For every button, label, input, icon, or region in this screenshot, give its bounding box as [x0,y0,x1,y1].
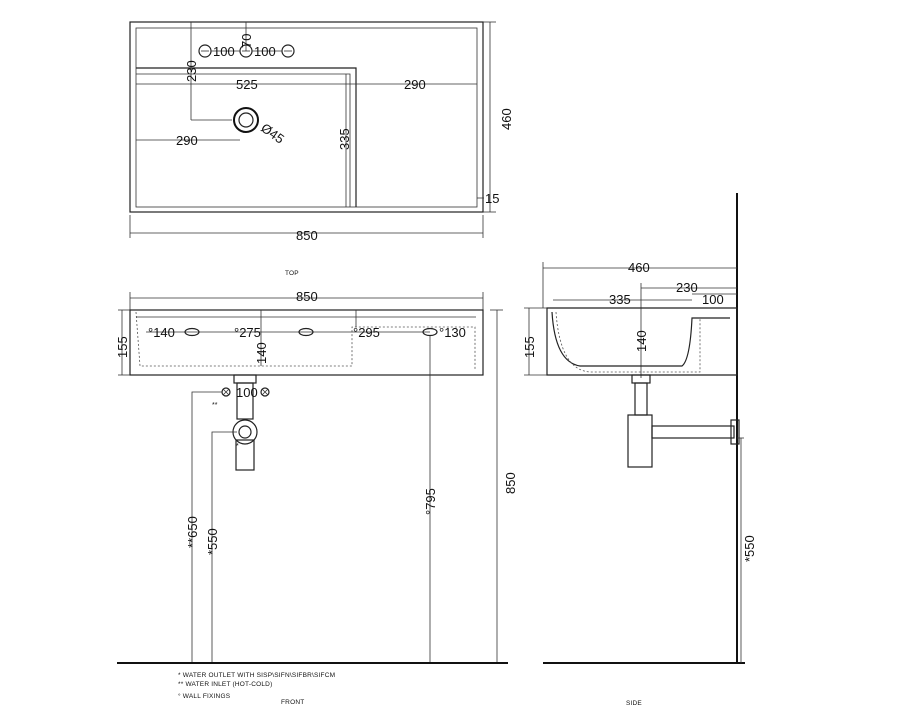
front-view: 850 155 °140 °275 °295 °130 140 100 ** [115,289,518,706]
top-basin-inner [136,73,351,207]
note-water-inlet: ** WATER INLET (HOT-COLD) [178,681,272,688]
front-waste-neck [233,374,257,384]
note-wall-fixings: ° WALL FIXINGS [178,692,231,700]
top-basin-outline [136,67,357,207]
top-outer-outline [129,21,484,213]
side-trap-bottle [627,414,653,468]
front-trap-pipe [236,382,254,420]
front-dim-130: °130 [439,325,466,340]
top-dim-70: 70 [239,34,254,48]
front-view-label: FRONT [281,699,304,706]
front-dim-650: **650 [185,516,200,548]
front-dim-275: °275 [234,325,261,340]
side-basin-bowl [551,311,730,367]
top-dim-460: 460 [499,108,514,130]
side-view: 460 230 335 100 155 140 *550 SIDE [522,193,757,707]
wall-fixing-2 [298,327,314,337]
front-dim-550: *550 [205,528,220,555]
side-dim-155: 155 [522,336,537,358]
top-dim-230: 230 [184,60,199,82]
front-dim-140-a: °140 [148,325,175,340]
top-inner-rim [135,27,478,208]
side-basin-body [546,307,738,376]
front-dim-795: °795 [423,488,438,515]
front-basin-body [129,309,484,376]
top-dim-100-left: 100 [213,44,235,59]
drain-outer [233,107,259,133]
wall-fixing-1 [184,327,200,337]
front-dim-295: °295 [353,325,380,340]
wall-fixing-3 [422,327,438,337]
front-mark-single: * [236,443,239,450]
notes: * WATER OUTLET WITH SISP\SIFN\SIFBR\SIFC… [178,672,335,700]
top-dim-290-left: 290 [176,133,198,148]
front-dim-100: 100 [236,385,258,400]
front-dim-140-b: 140 [254,342,269,364]
top-dim-525: 525 [236,77,258,92]
top-dim-850: 850 [296,228,318,243]
note-water-outlet: * WATER OUTLET WITH SISP\SIFN\SIFBR\SIFC… [178,672,335,679]
top-dim-d45: Ø45 [258,120,287,146]
side-dim-140: 140 [634,330,649,352]
top-dim-100-right: 100 [254,44,276,59]
side-dim-100: 100 [702,292,724,307]
front-mark-double: ** [212,402,218,409]
drain-inner [238,112,254,128]
front-basin-hidden-line [135,311,476,370]
side-trap-outlet-pipe [651,425,735,439]
side-dim-460: 460 [628,260,650,275]
front-dim-850: 850 [296,289,318,304]
top-dim-290-top: 290 [404,77,426,92]
front-dim-155: 155 [115,336,130,358]
side-dim-550: *550 [742,535,757,562]
water-inlet-right [260,387,270,397]
side-dim-335: 335 [609,292,631,307]
front-trap-outlet [235,439,255,471]
top-dim-335: 335 [337,128,352,150]
side-dim-230: 230 [676,280,698,295]
front-dim-850-height: 850 [503,472,518,494]
side-wall-flange [730,419,740,445]
top-view: 100 100 70 230 525 290 290 Ø45 335 460 1… [129,21,514,277]
side-view-label: SIDE [626,700,642,707]
top-dim-15: 15 [485,191,499,206]
side-trap-pipe [634,382,648,416]
top-view-label: TOP [285,270,299,277]
